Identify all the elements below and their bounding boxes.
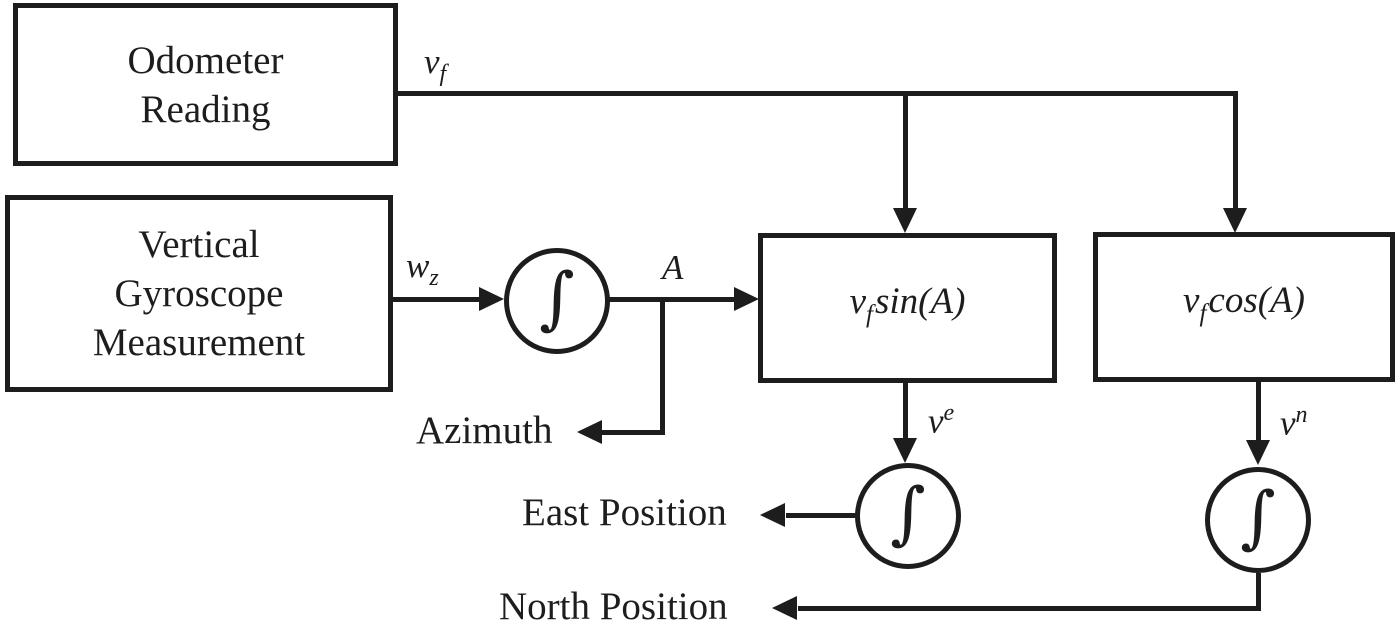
vf-cos-a-box: vfcos(A) — [1093, 232, 1395, 382]
odometer-reading-box: Odometer Reading — [13, 3, 398, 166]
arrowhead-right-icon — [479, 287, 504, 311]
wz-signal-label: wz — [406, 246, 439, 291]
north-position-horizontal-connector — [798, 606, 1261, 611]
arrowhead-left-icon — [577, 420, 602, 444]
vf-sin-a-box: vfsin(A) — [758, 233, 1057, 383]
odometer-box-label-line1: Odometer — [127, 38, 284, 82]
arrowhead-down-icon — [1246, 440, 1270, 465]
a-signal-label: A — [662, 248, 684, 287]
gyro-box-label-line1: Vertical — [138, 223, 260, 266]
east-position-output-label: East Position — [522, 491, 727, 534]
vf-horizontal-connector — [398, 91, 1238, 96]
vf-branch-to-sin-connector — [903, 93, 908, 209]
vn-connector — [1256, 382, 1261, 441]
azimuth-integrator-circle: ∫ — [504, 248, 610, 354]
wz-connector — [393, 297, 480, 302]
arrowhead-down-icon — [893, 438, 917, 463]
integral-icon: ∫ — [890, 474, 926, 553]
arrowhead-left-icon — [772, 596, 797, 620]
integral-icon: ∫ — [1240, 478, 1276, 557]
ve-signal-label: ve — [928, 400, 955, 441]
azimuth-branch-vertical-connector — [660, 299, 665, 435]
vf-signal-label: vf — [424, 42, 447, 87]
vertical-gyroscope-box: Vertical Gyroscope Measurement — [5, 195, 393, 392]
arrowhead-down-icon — [1223, 208, 1247, 233]
north-position-output-label: North Position — [499, 585, 728, 628]
odometer-box-label-line2: Reading — [140, 87, 271, 131]
ve-connector — [903, 383, 908, 439]
gyro-box-label-line2: Gyroscope — [114, 272, 284, 315]
azimuth-a-connector — [608, 297, 735, 302]
arrowhead-left-icon — [760, 503, 785, 527]
east-integrator-circle: ∫ — [855, 463, 961, 569]
vf-sin-a-formula: vfsin(A) — [849, 281, 966, 328]
arrowhead-right-icon — [734, 287, 759, 311]
north-position-vertical-connector — [1256, 573, 1261, 611]
gyro-box-label-line3: Measurement — [92, 321, 306, 364]
vf-branch-to-cos-connector — [1233, 93, 1238, 209]
azimuth-output-label: Azimuth — [416, 409, 553, 452]
integral-icon: ∫ — [539, 259, 575, 338]
azimuth-branch-horizontal-connector — [602, 430, 665, 435]
arrowhead-down-icon — [893, 208, 917, 233]
north-integrator-circle: ∫ — [1205, 467, 1311, 573]
vn-signal-label: vn — [1280, 402, 1308, 443]
vf-cos-a-formula: vfcos(A) — [1183, 280, 1305, 327]
east-position-connector — [786, 513, 856, 518]
